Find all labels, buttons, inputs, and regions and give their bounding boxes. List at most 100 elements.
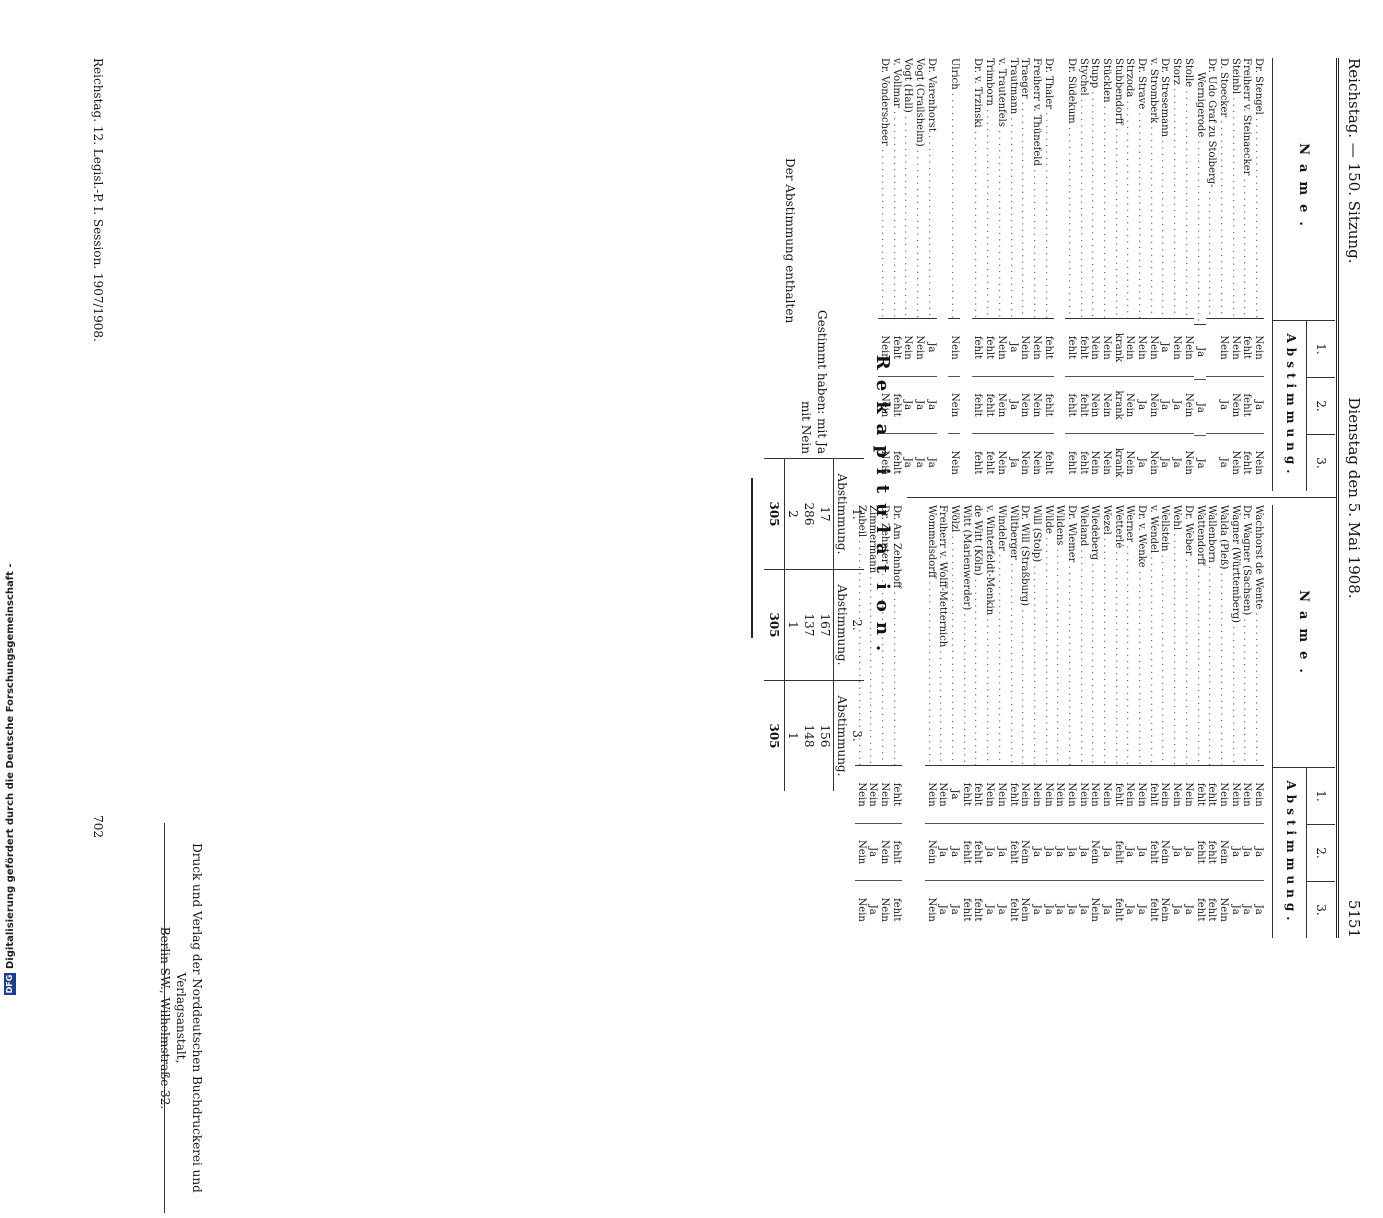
- member-name-text: de Witt (Köln): [972, 505, 984, 576]
- member-name-text: Wattendorff: [1194, 505, 1206, 566]
- vote-cell: Ja: [902, 457, 914, 468]
- vote-cell: [1206, 434, 1218, 491]
- column-divider: [907, 497, 1337, 498]
- member-name-text: Wildens: [1054, 505, 1066, 546]
- vote-cell: Ja: [1170, 376, 1183, 435]
- recap-value: 156: [818, 724, 832, 748]
- vote-cell: Ja: [1077, 904, 1089, 915]
- vote-cell: Nein: [1170, 766, 1183, 824]
- vote-cell: Ja: [1228, 823, 1241, 882]
- vote-cell: Nein: [1089, 897, 1101, 922]
- vote-cell: Ja: [1170, 823, 1183, 882]
- member-name-text: Traeger: [1019, 58, 1031, 99]
- member-name: Stupp . . . . . . . . . . . . . . . . . …: [1088, 58, 1101, 320]
- leader-dots: . . . . . . . . . . . . . . . . . . . . …: [1030, 165, 1042, 320]
- vote-cell: Ja: [1159, 457, 1171, 468]
- vote-cell: Nein: [1030, 450, 1042, 475]
- vote-cell: Nein: [1088, 319, 1101, 377]
- vote-cell: fehlt: [1112, 823, 1124, 882]
- table-row: Stolle . . . . . . . . . . . . . . . . .…: [1182, 58, 1194, 491]
- vote-cell: fehlt: [1205, 823, 1218, 882]
- vote-cell: Nein: [1252, 766, 1264, 824]
- vote-cell: Nein: [995, 376, 1007, 435]
- member-name: v. Winterfeldt-Menkin . . . . . . . . . …: [983, 505, 996, 767]
- vote-cell: fehlt: [1041, 376, 1054, 435]
- vote-cell: Ja: [1135, 376, 1148, 435]
- vote-cell: Nein: [1123, 319, 1136, 377]
- member-name-text: v. Wendel: [1147, 505, 1159, 554]
- member-name-text: v. Trautenfels: [995, 58, 1007, 127]
- member-name-text: Stychel: [1077, 58, 1089, 96]
- vote-cell: fehlt: [971, 823, 984, 882]
- member-name-text: Freiherr v. Thünefeld: [1030, 58, 1042, 166]
- table-row: Wildens . . . . . . . . . . . . . . . . …: [1053, 505, 1066, 938]
- member-name: Trautmann . . . . . . . . . . . . . . . …: [1006, 58, 1019, 320]
- member-name: Strzoda . . . . . . . . . . . . . . . . …: [1123, 58, 1136, 320]
- vote-cell: Ja: [1065, 823, 1077, 882]
- vote-number-header: 1.: [1307, 321, 1335, 378]
- vote-cell: Nein: [925, 897, 937, 922]
- vote-cell: Nein: [1019, 897, 1031, 922]
- member-name: Freiherr v. Thünefeld . . . . . . . . . …: [1030, 58, 1042, 320]
- dfg-sponsor-text: Digitalisierung gefördert durch die Deut…: [5, 563, 16, 969]
- member-name: Dr. Wagner (Sachsen) . . . . . . . . . .…: [1240, 505, 1253, 767]
- vote-cell: fehlt: [1206, 898, 1218, 922]
- vote-cell: Ja: [1136, 904, 1148, 915]
- member-name-text: Dr. Weber: [1182, 505, 1194, 556]
- vote-cell: Nein: [1217, 897, 1229, 922]
- member-name: Dr. Stresemann . . . . . . . . . . . . .…: [1158, 58, 1171, 320]
- member-name: Ulrich . . . . . . . . . . . . . . . . .…: [948, 58, 961, 320]
- leader-dots: . . . . . . . . . . . . . . . . . . . . …: [995, 127, 1007, 320]
- vote-cell: Nein: [1124, 450, 1136, 475]
- member-name: Wiltberger . . . . . . . . . . . . . . .…: [1006, 505, 1019, 767]
- member-name-text: v. Vollmar: [890, 58, 902, 108]
- vote-cell: fehlt: [983, 319, 996, 377]
- vote-cell: Nein: [995, 766, 1007, 824]
- recap-label-enthalten: Der Abstimmung enthalten: [783, 158, 797, 324]
- vote-rows-left: Dr. Stengel . . . . . . . . . . . . . . …: [878, 58, 1272, 491]
- member-name: Steinbl . . . . . . . . . . . . . . . . …: [1228, 58, 1241, 320]
- vote-cell: Nein: [1229, 450, 1241, 475]
- leader-dots: . . . . . . . . . . . . . . . . . . . . …: [1019, 606, 1031, 767]
- member-name-text: Dr. Thaler: [1042, 58, 1054, 110]
- leader-dots: . . . . . . . . . . . . . . . . . . . . …: [949, 89, 961, 320]
- vote-cell: Ja: [1006, 319, 1019, 377]
- vote-cell: Nein: [1018, 319, 1031, 377]
- member-name: Stolle . . . . . . . . . . . . . . . . .…: [1182, 58, 1194, 320]
- vote-cell: Nein: [879, 897, 890, 922]
- vote-cell: Ja: [1193, 380, 1206, 437]
- member-name: Dr. Weber . . . . . . . . . . . . . . . …: [1182, 505, 1194, 767]
- table-row: Dr. v. Trzinski . . . . . . . . . . . . …: [971, 58, 984, 491]
- recap-col-number: 3.: [850, 730, 864, 742]
- member-name: Dr. Will (Straßburg) . . . . . . . . . .…: [1018, 505, 1031, 767]
- page-number: 5151: [1345, 899, 1363, 938]
- member-name-text: Wagner (Württemberg): [1229, 505, 1241, 623]
- vote-cell: krank: [1112, 376, 1124, 435]
- table-row: Wiltberger . . . . . . . . . . . . . . .…: [1006, 505, 1019, 938]
- vote-cell: Nein: [1182, 319, 1194, 377]
- member-name-text: Dr. Strave: [1136, 58, 1148, 110]
- member-name-text: Wiltberger: [1007, 505, 1019, 560]
- vote-cell: Ja: [1252, 823, 1264, 882]
- table-row: Wallenborn . . . . . . . . . . . . . . .…: [1205, 505, 1218, 938]
- member-name-text: Storz: [1171, 58, 1183, 85]
- table-row: D. Stoecker . . . . . . . . . . . . . . …: [1217, 58, 1229, 491]
- recap-value: 2: [786, 510, 800, 518]
- vote-cell: fehlt: [1147, 898, 1159, 922]
- table-row: Dr. Thaler . . . . . . . . . . . . . . .…: [1041, 58, 1054, 491]
- leader-dots: . . . . . . . . . . . . . . . . . . . . …: [1124, 542, 1136, 767]
- leader-dots: . . . . . . . . . . . . . . . . . . . . …: [1159, 137, 1171, 320]
- table-row: v. Wendel . . . . . . . . . . . . . . . …: [1147, 505, 1159, 938]
- table-row: Dr. Südekum . . . . . . . . . . . . . . …: [1065, 58, 1077, 491]
- table-row: Wattendorff . . . . . . . . . . . . . . …: [1193, 505, 1206, 938]
- vote-cell: Nein: [1217, 319, 1229, 377]
- table-row: Trautmann . . . . . . . . . . . . . . . …: [1006, 58, 1019, 491]
- vote-cell: Ja: [1030, 823, 1042, 882]
- vote-cell: [1205, 376, 1218, 435]
- vote-cell: Nein: [1182, 376, 1194, 435]
- vote-cell: Ja: [1053, 823, 1066, 882]
- leader-dots: . . . . . . . . . . . . . . . . . . . . …: [984, 105, 996, 320]
- recap-value: 286: [802, 502, 816, 526]
- vote-cell: fehlt: [890, 898, 902, 922]
- member-name-text: Walda (Pleß): [1217, 505, 1229, 570]
